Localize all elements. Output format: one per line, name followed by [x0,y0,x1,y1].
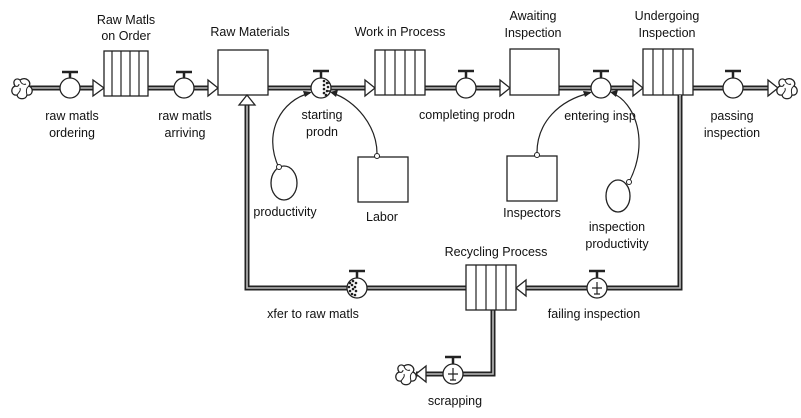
label-inspection-productivity-2: productivity [585,237,649,251]
label-raw-matls-ordering-2: ordering [49,126,95,140]
converter-productivity[interactable] [270,165,298,201]
stock-labor[interactable] [357,156,409,203]
connector-productivity-to-starting-prodn[interactable] [272,91,312,170]
label-undergoing-inspection-1: Undergoing [635,9,700,23]
flow-scrapping[interactable] [442,355,464,385]
label-xfer-to-raw-matls: xfer to raw matls [267,307,359,321]
label-failing-inspection: failing inspection [548,307,640,321]
stock-raw-materials[interactable] [217,49,269,96]
label-inspection-productivity-1: inspection [589,220,645,234]
arrowhead-into-raw-materials-bottom [237,93,257,106]
flow-entering-insp[interactable] [590,69,612,99]
label-awaiting-inspection-2: Inspection [505,26,562,40]
label-scrapping: scrapping [428,394,482,408]
flow-raw-matls-ordering[interactable] [59,70,81,99]
array-dots-icon [322,79,330,97]
arrowhead-into-raw-materials [207,78,220,98]
leakage-icon [592,282,602,295]
arrowhead-into-undergoing-inspection [632,78,645,98]
arrowhead-into-sink-cloud [767,78,780,98]
flow-completing-prodn[interactable] [455,69,477,99]
label-undergoing-inspection-2: Inspection [639,26,696,40]
label-raw-matls-on-order-2: on Order [101,29,150,43]
label-recycling-process: Recycling Process [445,245,548,259]
source-cloud-icon [11,78,33,100]
stock-inspectors[interactable] [506,155,558,202]
label-awaiting-inspection-1: Awaiting [509,9,556,23]
arrowhead-into-recycling-process [514,278,527,298]
flow-starting-prodn[interactable] [310,69,332,99]
scrap-cloud-icon [395,364,417,386]
leakage-icon [448,368,458,381]
label-raw-matls-on-order-1: Raw Matls [97,13,155,27]
arrowhead-into-scrap-cloud [414,364,427,384]
label-work-in-process: Work in Process [355,25,446,39]
flow-raw-matls-arriving[interactable] [173,70,195,99]
flow-xfer-to-raw-matls[interactable] [346,269,368,299]
stock-recycling-process[interactable] [465,264,517,311]
arrowhead-into-work-in-process [364,78,377,98]
label-raw-matls-arriving-2: arriving [165,126,206,140]
label-passing-inspection-1: passing [710,109,753,123]
array-dots-icon [347,279,358,297]
label-labor: Labor [366,210,398,224]
connector-inspectors-to-entering-insp[interactable] [534,91,593,158]
label-starting-prodn-1: starting [302,108,343,122]
label-completing-prodn: completing prodn [419,108,515,122]
sink-cloud-icon [776,78,798,100]
label-productivity: productivity [253,205,317,219]
flow-failing-inspection[interactable] [586,269,608,299]
connector-labor-to-starting-prodn[interactable] [330,90,380,159]
connector-inspection-productivity-to-entering-insp[interactable] [610,90,640,185]
recycling-pipeline [244,95,683,377]
label-passing-inspection-2: inspection [704,126,760,140]
label-entering-insp: entering insp [564,109,636,123]
label-raw-matls-ordering-1: raw matls [45,109,98,123]
label-raw-materials: Raw Materials [210,25,289,39]
stock-awaiting-inspection[interactable] [509,48,560,96]
converter-inspection-productivity[interactable] [605,179,631,213]
flow-passing-inspection[interactable] [722,69,744,99]
stock-undergoing-inspection[interactable] [642,48,694,96]
flow-arrowheads [92,78,780,98]
label-raw-matls-arriving-1: raw matls [158,109,211,123]
stock-work-in-process[interactable] [374,49,426,96]
arrowhead-into-awaiting-inspection [499,78,512,98]
label-inspectors: Inspectors [503,206,561,220]
arrowhead-into-raw-matls-on-order [92,78,106,98]
label-starting-prodn-2: prodn [306,125,338,139]
stock-raw-matls-on-order[interactable] [103,50,149,97]
